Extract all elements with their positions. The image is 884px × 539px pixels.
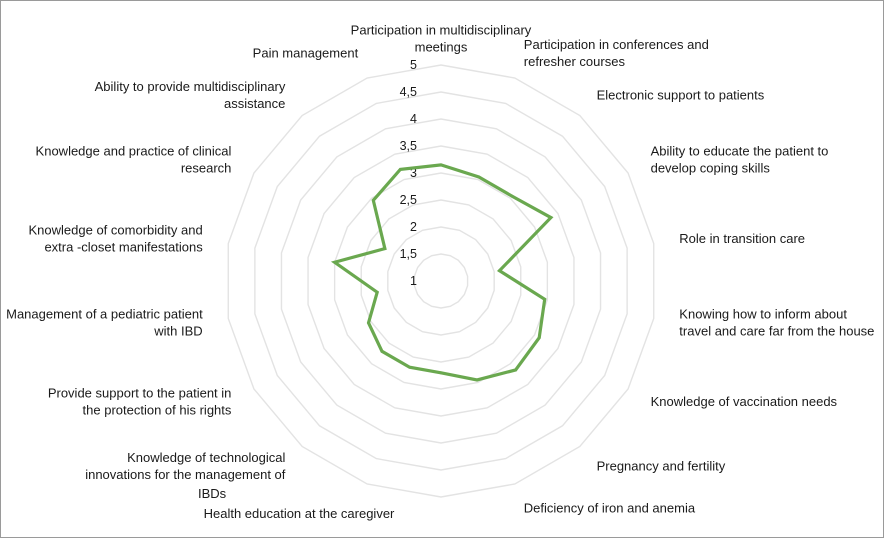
r-tick-label: 2,5	[400, 193, 417, 207]
category-label-line: refresher courses	[524, 54, 626, 69]
grid-ring-3	[387, 226, 495, 336]
r-tick-label: 3,5	[400, 139, 417, 153]
category-label: Knowledge of technological innovations fo…	[85, 450, 286, 482]
data-point	[439, 371, 443, 375]
category-label-line: Pain management	[253, 46, 359, 61]
data-point	[498, 269, 501, 273]
grid-ring-2	[413, 253, 469, 309]
data-point	[510, 194, 514, 198]
r-tick-label: 2	[410, 220, 417, 234]
data-point	[398, 167, 402, 171]
grid-ring-6	[307, 145, 575, 417]
grid-ring-9	[227, 64, 655, 498]
category-label: Electronic support to patients	[597, 88, 765, 103]
category-label: Ability to provide multidisciplinary assi…	[95, 79, 286, 111]
category-label-line: Ability to educate the patient to	[651, 144, 829, 159]
category-label: Participation in multidisciplinary meetin…	[351, 23, 532, 55]
data-point	[367, 321, 370, 325]
grid-ring-5	[333, 172, 549, 390]
category-label: Pregnancy and fertility	[597, 458, 726, 473]
grid-ring-7	[280, 118, 602, 444]
data-point	[333, 260, 337, 264]
data-point	[543, 297, 547, 301]
category-label: Knowing how to inform about travel and ca…	[679, 307, 874, 339]
data-point	[537, 336, 541, 340]
category-label-line: Ability to provide multidisciplinary	[95, 79, 286, 94]
data-point	[477, 175, 481, 179]
category-label-line: Participation in multidisciplinary	[351, 23, 532, 38]
category-label-line: Knowledge of vaccination needs	[651, 394, 838, 409]
category-label-line: Knowledge of comorbidity and	[29, 223, 203, 238]
category-label: Ability to educate the patient to develop…	[651, 144, 829, 176]
data-point	[439, 163, 443, 167]
category-label-line: Electronic support to patients	[597, 88, 765, 103]
r-tick-label: 5	[410, 58, 417, 72]
r-tick-label: 1,5	[400, 247, 417, 261]
category-label-line: IBDs	[198, 486, 227, 501]
category-label-line: travel and care far from the house	[679, 324, 874, 339]
category-label: Management of a pediatric patient with IB…	[6, 307, 203, 339]
category-label-line: Deficiency of iron and anemia	[524, 500, 696, 515]
category-label: Knowledge of vaccination needs	[651, 394, 838, 409]
category-label-line: Knowledge of technological	[127, 450, 285, 465]
r-tick-label: 3	[410, 166, 417, 180]
category-label-line: extra -closet manifestations	[44, 240, 203, 255]
category-label: Knowledge and practice of clinical resear…	[36, 144, 232, 176]
category-label: Pain management	[253, 46, 359, 61]
category-label: IBDs	[198, 486, 227, 501]
data-point	[514, 368, 518, 372]
grid-ring-4	[360, 199, 522, 363]
r-tick-label: 4	[410, 112, 417, 126]
category-label-line: Participation in conferences and	[524, 37, 709, 52]
category-label-line: research	[181, 161, 232, 176]
category-label-line: Knowledge and practice of clinical	[36, 144, 232, 159]
category-label: Health education at the caregiver	[204, 506, 395, 521]
data-point	[371, 198, 375, 202]
data-point	[380, 349, 384, 353]
data-point	[383, 247, 387, 251]
r-tick-label: 1	[410, 274, 417, 288]
category-label-line: assistance	[224, 96, 285, 111]
category-label-line: Pregnancy and fertility	[597, 458, 726, 473]
data-point	[549, 216, 553, 219]
category-label: Deficiency of iron and anemia	[524, 500, 696, 515]
category-label-line: Management of a pediatric patient	[6, 307, 203, 322]
r-tick-label: 4,5	[400, 85, 417, 99]
category-label-line: Health education at the caregiver	[204, 506, 395, 521]
category-label-line: the protection of his rights	[83, 403, 232, 418]
category-label-line: with IBD	[153, 324, 202, 339]
category-label: Provide support to the patient in the pro…	[48, 386, 232, 418]
category-label-line: Provide support to the patient in	[48, 386, 232, 401]
category-label-line: Role in transition care	[679, 231, 805, 246]
category-label-line: innovations for the management of	[85, 467, 286, 482]
category-label: Participation in conferences and refreshe…	[524, 37, 709, 69]
data-point	[408, 365, 411, 369]
category-label-line: meetings	[415, 40, 468, 55]
data-point	[375, 290, 379, 294]
category-label-line: Knowing how to inform about	[679, 307, 847, 322]
category-label: Role in transition care	[679, 231, 805, 246]
category-label-line: develop coping skills	[651, 161, 771, 176]
category-label: Knowledge of comorbidity and extra -close…	[29, 223, 204, 255]
grid-ring-8	[254, 91, 628, 471]
series-line	[330, 163, 554, 382]
data-point	[475, 378, 479, 382]
